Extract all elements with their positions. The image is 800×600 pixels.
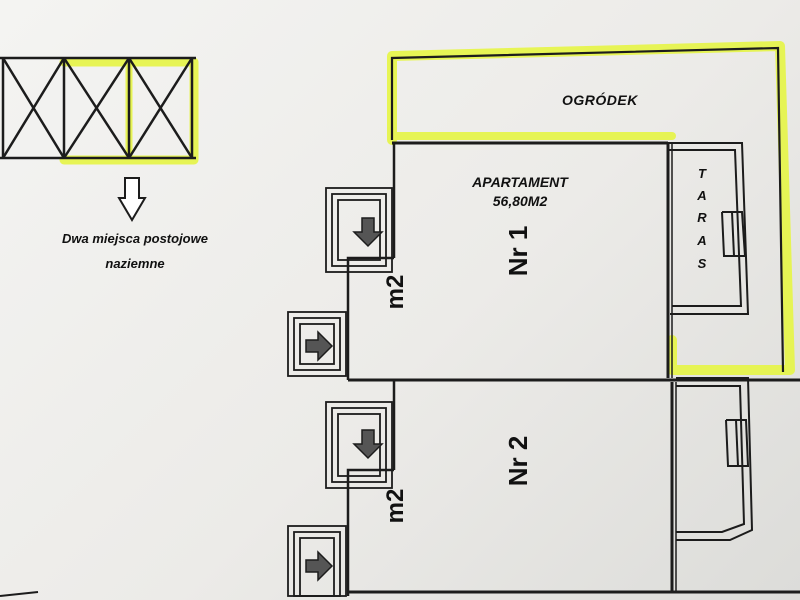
building-walls	[346, 141, 800, 596]
unit-2-label: Nr 2	[503, 435, 533, 487]
terrace-letter: A	[697, 188, 707, 203]
stair-2-label: m2	[382, 488, 409, 524]
entrance-arrow-icon	[305, 550, 334, 582]
stair-1-label: m2	[382, 274, 409, 310]
parking-label-line-1: Dwa miejsca postojowe	[62, 231, 208, 246]
apartment-title: APARTAMENT	[472, 174, 568, 190]
terrace-1	[668, 142, 750, 315]
entrance-arrow-icon	[352, 217, 384, 248]
apartment-area: 56,80M2	[492, 193, 548, 209]
down-arrow-outline-icon	[117, 177, 147, 222]
terrace-letter: T	[698, 166, 706, 181]
garden-area	[390, 46, 785, 373]
terrace-2	[676, 377, 754, 541]
terrace-letter: S	[697, 256, 707, 271]
parking-spaces	[0, 56, 196, 160]
parking-label-line-2: naziemne	[105, 256, 165, 271]
entrance-arrow-icon	[352, 429, 384, 460]
terrace-letter: R	[697, 210, 707, 225]
entrances	[287, 187, 393, 597]
entrance-arrows	[305, 217, 384, 582]
unit-1-label: Nr 1	[503, 225, 533, 277]
terrace-letter: A	[697, 233, 707, 248]
entrance-arrow-icon	[305, 330, 334, 362]
edge-marks	[0, 591, 39, 597]
highlight-marks	[59, 41, 795, 375]
garden-label: OGRÓDEK	[562, 92, 638, 108]
